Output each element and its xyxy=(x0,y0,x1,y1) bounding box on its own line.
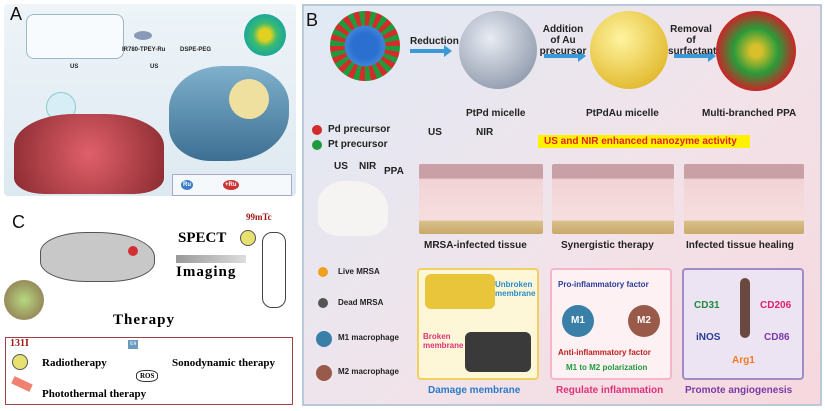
particle-label: PtPd micelle xyxy=(466,108,526,119)
cd86-label: CD86 xyxy=(764,332,790,343)
ppa-label: PPA xyxy=(384,166,404,177)
box-title: Damage membrane xyxy=(428,385,521,396)
legend-label: Pd precursor xyxy=(328,124,391,135)
arrow-icon xyxy=(410,45,452,57)
nir-label: NIR xyxy=(359,161,377,172)
pt-dot-icon xyxy=(312,140,322,150)
m1-macrophage-icon xyxy=(316,331,332,347)
ru-plus-icon: +Ru xyxy=(223,180,239,190)
particle-label: PtPdAu micelle xyxy=(586,108,659,119)
therapy-label: Therapy xyxy=(113,312,176,328)
mouse-illustration xyxy=(40,232,155,282)
radioactive-icon xyxy=(12,354,28,370)
unbroken-membrane-illustration xyxy=(425,274,495,309)
ppa-icon xyxy=(716,11,796,91)
imaging-label: Imaging xyxy=(176,264,237,280)
stage-label: MRSA-infected tissue xyxy=(424,240,527,251)
molecule-label: IR780-TPEY-Ru xyxy=(122,47,166,53)
tissue-infected xyxy=(419,164,543,234)
arrow-icon xyxy=(544,50,586,62)
nir-label: NIR xyxy=(476,127,494,138)
us-label: US xyxy=(150,64,159,70)
ptpd-micelle-icon xyxy=(459,11,537,89)
radiotherapy-label: Radiotherapy xyxy=(42,357,107,369)
cd31-label: CD31 xyxy=(694,300,720,311)
radioactive-icon xyxy=(240,230,256,246)
legend-label: Dead MRSA xyxy=(338,298,384,307)
panel-a: A IR780-TPEY-Ru DSPE-PEG US US Ru +Ru xyxy=(4,4,296,196)
arrow-icon xyxy=(674,50,716,62)
panel-label: C xyxy=(12,212,25,232)
micelle-icon xyxy=(244,14,286,56)
therapy-box: 131I Radiotherapy US ROS Sonodynamic the… xyxy=(5,337,293,405)
banner: US and NIR enhanced nanozyme activity xyxy=(538,135,750,148)
m1-macrophage-icon: M1 xyxy=(562,305,594,337)
arg1-label: Arg1 xyxy=(732,355,755,366)
panel-label: A xyxy=(10,4,23,24)
tissue-healing xyxy=(684,164,804,234)
laser-icon xyxy=(11,376,33,392)
hair-follicle-illustration xyxy=(740,278,750,338)
tumor-icon xyxy=(128,246,138,256)
box-title: Regulate inflammation xyxy=(556,385,664,396)
live-mrsa-icon xyxy=(318,267,328,277)
dead-mrsa-icon xyxy=(318,298,328,308)
rat-illustration xyxy=(318,181,388,236)
us-probe-icon: US xyxy=(128,340,139,349)
panel-b: B Reduction PtPd micelle Addition of Au … xyxy=(302,4,822,406)
stage-label: Synergistic therapy xyxy=(561,240,654,251)
photothermal-label: Photothermal therapy xyxy=(42,388,147,400)
box-title: Promote angiogenesis xyxy=(685,385,793,396)
legend-label: Pt precursor xyxy=(328,139,388,150)
nanoparticle-icon xyxy=(4,280,44,320)
mouse-silhouette-icon xyxy=(262,232,286,308)
us-label: US xyxy=(70,64,79,70)
spect-label: SPECT xyxy=(178,230,227,246)
legend-label: Live MRSA xyxy=(338,267,380,276)
unbroken-label: Unbroken membrane xyxy=(495,280,536,298)
ru-release-inset: Ru +Ru xyxy=(172,174,292,196)
anti-inflammatory-label: Anti-inflammatory factor xyxy=(558,348,651,357)
broken-label: Broken membrane xyxy=(423,332,464,350)
ptpdau-micelle-icon xyxy=(590,11,668,89)
promote-angiogenesis-box: CD31 CD206 iNOS CD86 Arg1 xyxy=(682,268,804,380)
m2-macrophage-icon: M2 xyxy=(628,305,660,337)
panel-label: B xyxy=(306,10,319,30)
damage-membrane-box: Unbroken membrane Broken membrane xyxy=(417,268,539,380)
lung-alveoli-illustration xyxy=(14,114,164,194)
us-label: US xyxy=(334,161,348,172)
cell-illustration xyxy=(169,66,289,161)
step-label: Addition of Au precursor xyxy=(539,24,587,57)
cd206-label: CD206 xyxy=(760,300,792,311)
particle-label: Multi-branched PPA xyxy=(702,108,797,119)
legend-label: M1 macrophage xyxy=(338,333,399,342)
sonodynamic-label: Sonodynamic therapy xyxy=(172,357,275,369)
broken-membrane-illustration xyxy=(465,332,531,372)
ros-icon: ROS xyxy=(136,370,159,382)
pd-dot-icon xyxy=(312,125,322,135)
nucleus-icon xyxy=(229,79,269,119)
molecule-label: DSPE-PEG xyxy=(180,47,212,53)
step-label: Removal of surfactant xyxy=(668,24,717,57)
step-label: Reduction xyxy=(410,36,459,47)
m2-macrophage-icon xyxy=(316,365,332,381)
tissue-therapy xyxy=(552,164,674,234)
ru-icon: Ru xyxy=(181,180,193,190)
pro-inflammatory-label: Pro-inflammatory factor xyxy=(558,280,649,289)
us-label: US xyxy=(428,127,442,138)
arrow-icon xyxy=(176,255,246,263)
legend-label: M2 macrophage xyxy=(338,367,399,376)
panel-c: C SPECT 99mTc Imaging Therapy 131I Radio… xyxy=(0,200,300,411)
ir780-molecule-icon xyxy=(134,31,152,40)
molecule-structure xyxy=(26,14,124,59)
regulate-inflammation-box: Pro-inflammatory factor M1 M2 Anti-infla… xyxy=(550,268,672,380)
stage-label: Infected tissue healing xyxy=(686,240,794,251)
polarization-label: M1 to M2 polarization xyxy=(566,363,648,372)
iodine-label: 131I xyxy=(10,338,29,349)
precursor-micelle-icon xyxy=(330,11,400,81)
inos-label: iNOS xyxy=(696,332,721,343)
tc-label: 99mTc xyxy=(246,212,272,222)
